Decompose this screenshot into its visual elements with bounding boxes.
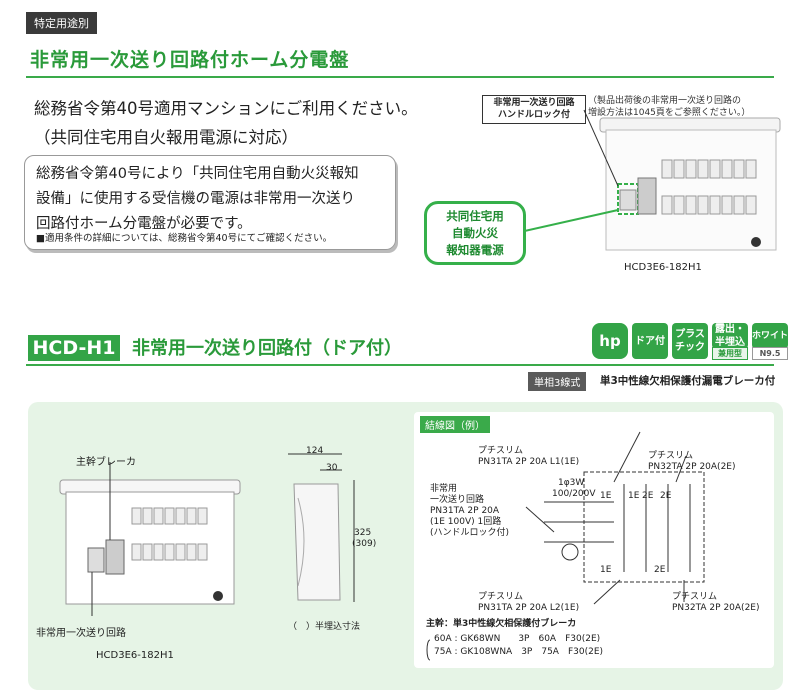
wiring-enclosure [583,471,705,583]
top-right-leader [675,455,687,483]
lock-line-1: 非常用一次送り回路 [493,98,575,108]
front-branch-lower [131,543,208,561]
fire-line-3: 報知器電源 [446,242,504,257]
door-dimension: 30 [326,463,338,473]
door-badge: ドア付 [632,323,668,359]
wiring-top-left-1: プチスリム [478,446,524,456]
lock-leader-line [583,109,619,187]
wiring-box [414,412,774,668]
wiring-emerg-1: 非常用 [430,484,458,494]
model-label-top: HCD3E6-182H1 [624,262,702,273]
wiring-top-right-1: プチスリム [648,451,694,461]
note-box [24,155,396,250]
front-view-drawing [59,462,241,616]
emergency-breaker [619,189,637,211]
note-line-2: 設備」に使用する受信機の電源は非常用一次送り [36,191,355,207]
branch-breakers-upper [661,159,757,179]
wiring-bottom-left-1: プチスリム [478,592,524,602]
circuit-1e-a: 1E [600,491,612,501]
wiring-top-left-2: PN31TA 2P 20A L1(1E) [478,457,580,467]
intro-line-1: 総務省令第40号適用マンションにご利用ください。 [34,99,418,118]
main-note-bracket [426,639,431,661]
mount-badge: 露出・半埋込 兼用型 [712,323,748,360]
side-view-drawing [288,453,355,602]
wiring-emerg-2: 一次送り回路 [430,495,485,505]
panel-illustration-top [520,109,781,251]
wiring-emergency-box: 非常用 一次送り回路 PN31TA 2P 20A (1E 100V) 1回路 (… [430,484,526,539]
main-breaker [637,177,657,215]
side-body [293,483,341,601]
note-line-1: 総務省令第40号により「共同住宅用自動火災報知 [36,166,359,182]
front-screw [213,591,223,601]
hp-logo-icon: hp [592,323,628,359]
wiring-diagram [426,431,705,661]
fire-line-1: 共同住宅用 [446,208,504,223]
circuit-1e-b: 1E [628,491,640,501]
note-body: 総務省令第40号により「共同住宅用自動火災報知 設備」に使用する受信機の電源は非… [36,162,386,237]
wiring-emerg-4: (1E 100V) 1回路 [430,517,502,527]
wiring-supply-1: 1φ3W [558,478,585,488]
height-dimension: 325 [354,528,372,538]
top-left-leader [613,431,641,483]
fire-line-2: 自動火災 [452,225,498,240]
title-divider [26,76,774,78]
white-badge: ホワイト N9.5 [752,323,788,360]
depth-dimension: 124 [306,446,324,456]
wiring-bottom-right-2: PN32TA 2P 20A(2E) [672,603,760,613]
wiring-supply-2: 100/200V [552,489,596,499]
white-badge-sub: N9.5 [752,347,788,360]
bottom-left-leader [593,579,621,605]
wiring-bottom-left-2: PN31TA 2P 20A L2(1E) [478,603,580,613]
wiring-top-right-2: PN32TA 2P 20A(2E) [648,462,736,472]
fire-leader-line [520,209,619,233]
branch-switches [623,484,691,572]
model-label-bottom: HCD3E6-182H1 [96,650,174,661]
intro-text: 総務省令第40号適用マンションにご利用ください。 （共同住宅用自火報用電源に対応… [34,94,418,152]
wiring-main-note: 主幹：単3中性線欠相保護付ブレーカ [426,619,577,629]
mount-badge-sub: 兼用型 [712,347,748,360]
lock-line-2: ハンドルロック付 [497,110,570,120]
panel-screw [751,237,761,247]
emergency-leader-line [525,506,555,533]
circuit-2e-c: 2E [654,565,666,575]
emergency-circuit-label: 非常用一次送り回路 [36,628,126,639]
front-main-breaker [105,539,125,575]
height-semi-dimension: (309) [352,539,377,549]
wiring-row-60a: 60A : GK68WN 3P 60A F30(2E) [434,634,601,644]
intro-line-2: （共同住宅用自火報用電源に対応） [34,128,298,147]
front-emergency-breaker [87,547,105,573]
main-breaker-symbol [561,543,579,561]
note-line-3: 回路付ホーム分電盤が必要です。 [36,216,252,232]
emergency-highlight [617,183,639,215]
fire-alarm-callout: 共同住宅用 自動火災 報知器電源 [424,201,526,265]
phase-tag: 単相3線式 [528,372,587,391]
front-branch-upper [131,507,208,525]
circuit-1e-c: 1E [600,565,612,575]
semi-mount-note: （ ）半埋込寸法 [288,622,361,632]
circuit-2e-b: 2E [660,491,672,501]
side-curve [297,497,305,587]
circuit-2e-a: 2E [642,491,654,501]
wiring-row-75a: 75A : GK108WNA 3P 75A F30(2E) [434,647,604,657]
expansion-note-2: 増設方法は1045頁をご参照ください。） [588,108,751,118]
branch-breakers-lower [661,195,757,215]
category-tag: 特定用途別 [26,12,97,34]
wiring-bottom-right-1: プチスリム [672,592,718,602]
note-small: ■適用条件の詳細については、総務省令第40号にてご確認ください。 [36,233,333,244]
wiring-emerg-5: (ハンドルロック付) [430,528,510,538]
expansion-note-1: （製品出荷後の非常用一次送り回路の [588,96,742,106]
wiring-label: 結線図（例） [420,416,490,433]
product-code-badge: HCD-H1 [28,335,120,361]
breaker-type-label: 単3中性線欠相保護付漏電ブレーカ付 [600,375,776,387]
main-breaker-label: 主幹ブレーカ [76,457,136,468]
section-title: 非常用一次送り回路付ホーム分電盤 [30,49,350,71]
product-title: 非常用一次送り回路付（ドア付） [132,338,402,359]
expansion-note: （製品出荷後の非常用一次送り回路の 増設方法は1045頁をご参照ください。） [588,95,750,119]
plastic-badge: プラスチック [672,323,708,359]
product-divider [26,364,774,366]
wiring-emerg-3: PN31TA 2P 20A [430,506,500,516]
lock-callout: 非常用一次送り回路 ハンドルロック付 [482,95,586,124]
